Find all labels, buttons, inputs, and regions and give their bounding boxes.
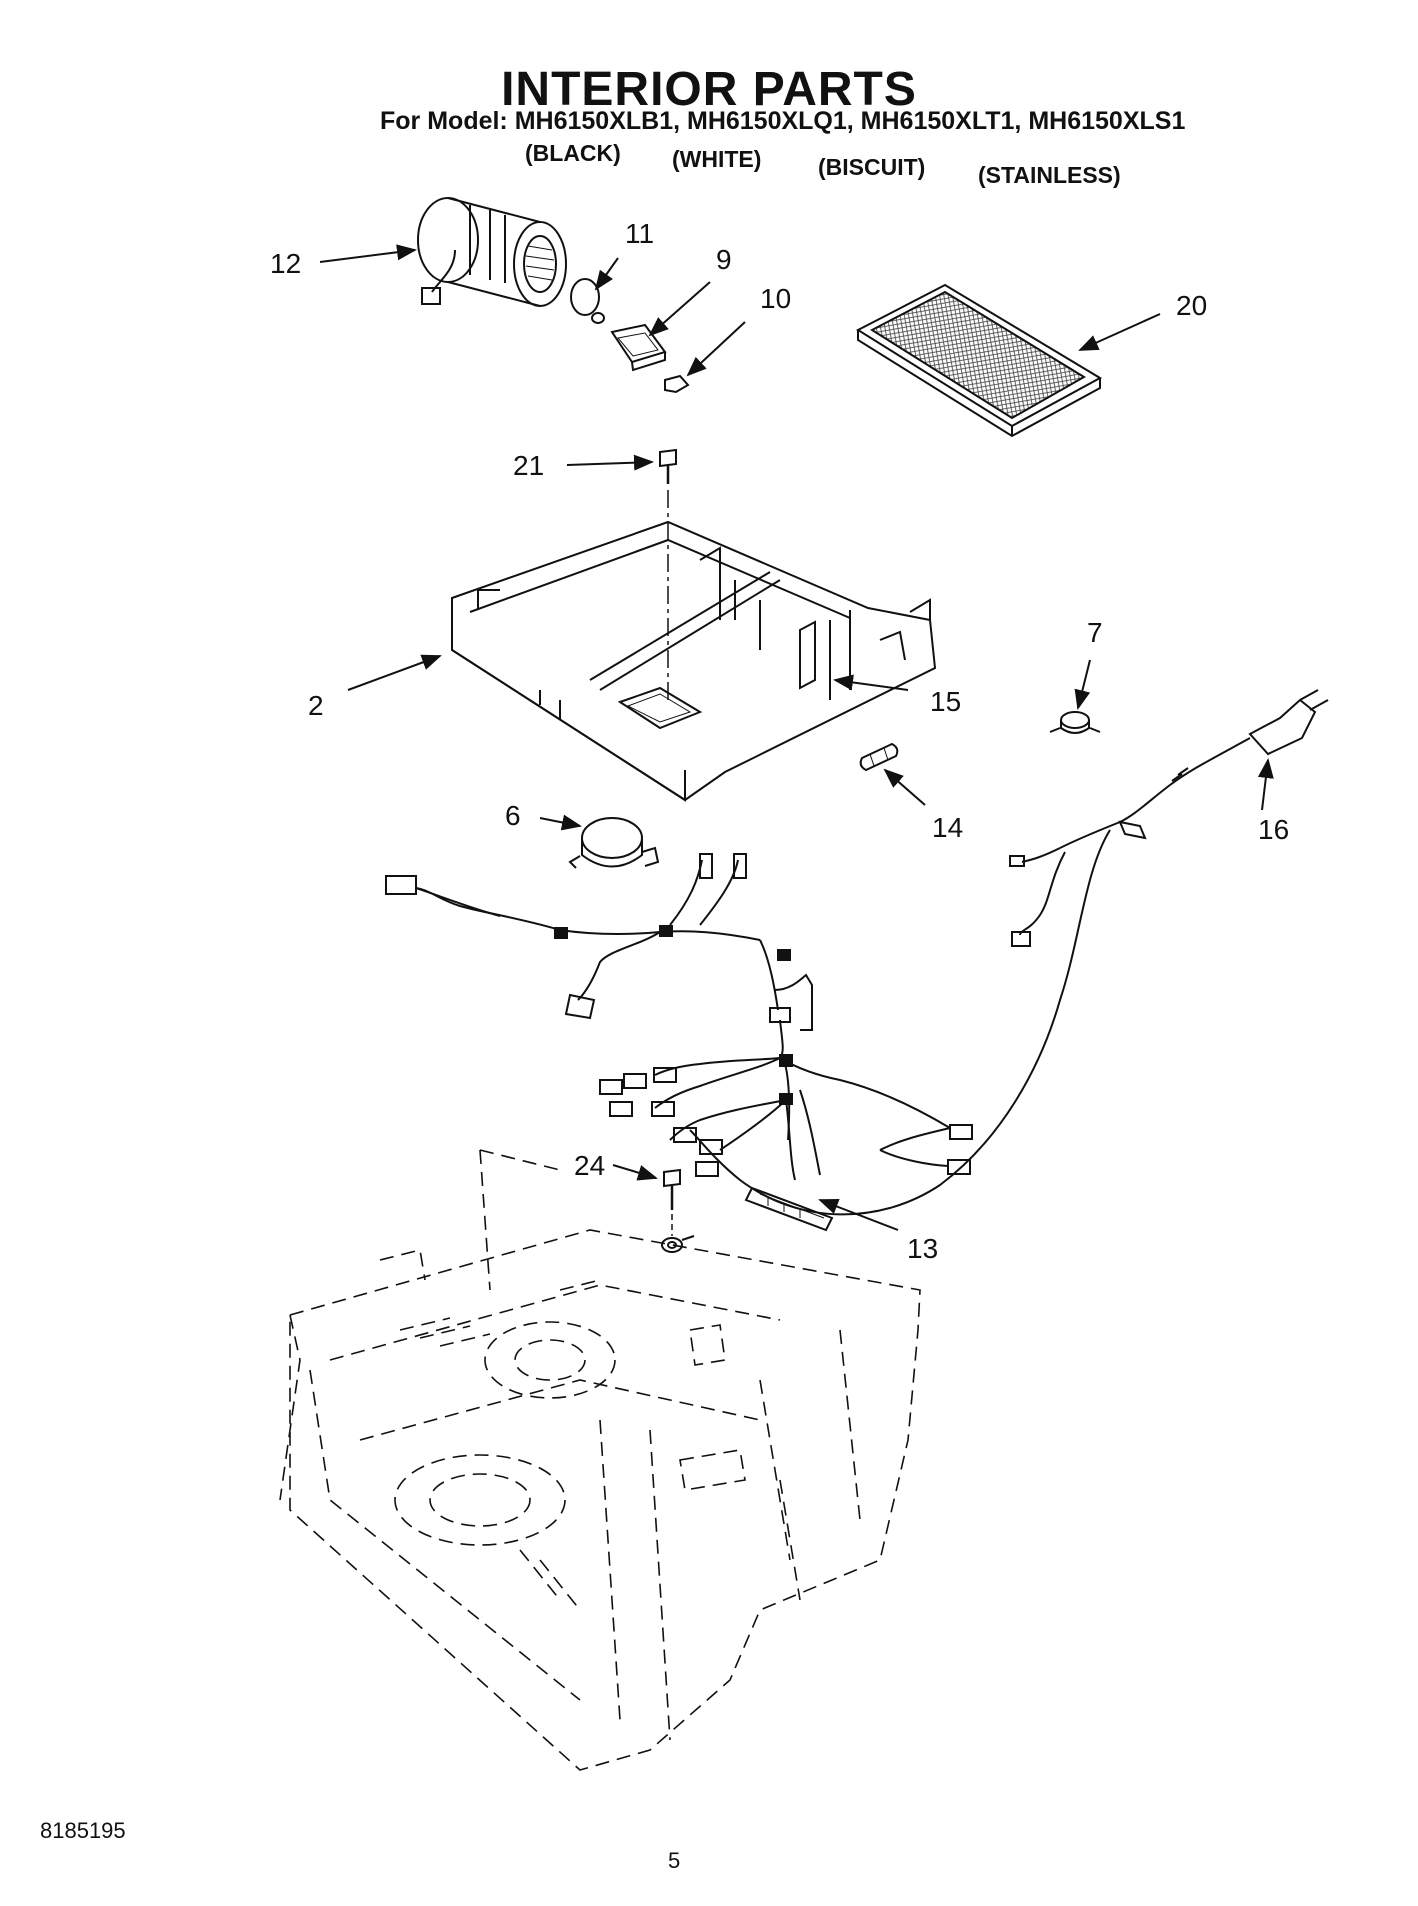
callout-24: 24 — [574, 1150, 606, 1181]
color-biscuit: (BISCUIT) — [818, 154, 926, 180]
page-number: 5 — [668, 1848, 681, 1873]
callout-14: 14 — [932, 812, 964, 843]
callout-2: 2 — [308, 690, 324, 721]
color-white: (WHITE) — [672, 146, 762, 172]
screw-21-part — [659, 448, 677, 700]
thermal-cutout-part — [1049, 711, 1101, 734]
model-list: For Model: MH6150XLB1, MH6150XLQ1, MH615… — [380, 107, 1186, 135]
page-title: INTERIOR PARTS — [501, 63, 917, 116]
callout-9: 9 — [716, 244, 732, 275]
ground-screw-part — [661, 1168, 695, 1253]
air-guide-base-part — [451, 520, 937, 802]
microwave-housing-outline — [279, 1149, 921, 1771]
color-black: (BLACK) — [525, 140, 621, 166]
callout-21: 21 — [513, 450, 545, 481]
callout-10: 10 — [760, 283, 792, 314]
clip-part — [570, 278, 605, 324]
callout-15: 15 — [930, 686, 962, 717]
blower-motor-part — [417, 197, 567, 307]
callout-6: 6 — [505, 800, 521, 831]
leader-arrows — [319, 244, 1274, 1231]
lamp-socket-part — [610, 323, 667, 372]
color-stainless: (STAINLESS) — [978, 162, 1121, 188]
wire-harness-part — [385, 853, 973, 1232]
fuse-part — [859, 742, 899, 772]
callout-7: 7 — [1087, 617, 1103, 648]
callout-16: 16 — [1258, 814, 1290, 845]
callout-11: 11 — [625, 218, 655, 249]
callout-20: 20 — [1176, 290, 1208, 321]
lamp-part — [664, 374, 690, 394]
power-cord-part — [689, 689, 1329, 1216]
callout-12: 12 — [270, 248, 302, 279]
callout-13: 13 — [907, 1233, 939, 1264]
turntable-motor-part — [568, 817, 660, 869]
document-number: 8185195 — [40, 1818, 126, 1843]
charcoal-filter-part — [855, 283, 1103, 438]
